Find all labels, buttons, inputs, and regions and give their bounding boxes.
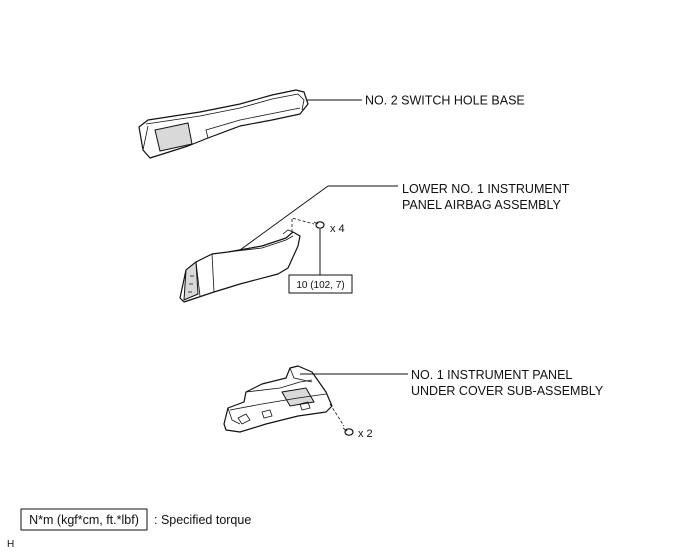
airbag-assembly-leader-diag [239, 185, 329, 251]
switch-hole-base-label: NO. 2 SWITCH HOLE BASE [365, 94, 525, 108]
under-cover-label-line1: NO. 1 INSTRUMENT PANEL [411, 368, 572, 382]
airbag-bolt-count: x 4 [330, 223, 345, 235]
under-cover-bolt-count: x 2 [358, 428, 373, 440]
switch-hole-base-part [138, 89, 309, 159]
airbag-assembly-label-line2: PANEL AIRBAG ASSEMBLY [402, 198, 562, 212]
airbag-torque-box [288, 274, 353, 294]
footer-code: H [7, 539, 14, 550]
airbag-bolt-dashed-line [291, 217, 315, 232]
under-cover-bolt-dashed-line [329, 403, 345, 427]
legend-torque-description: : Specified torque [154, 513, 251, 527]
airbag-torque-value: 10 (102, 7) [296, 280, 344, 291]
legend-torque-unit: N*m (kgf*cm, ft.*lbf) [29, 513, 139, 527]
legend-torque-box [20, 508, 148, 531]
airbag-assembly-part [179, 229, 301, 303]
under-cover-bolt-icon [342, 427, 354, 436]
airbag-bolt-icon [313, 221, 325, 229]
airbag-assembly-label-line1: LOWER NO. 1 INSTRUMENT [402, 182, 570, 196]
under-cover-part [223, 365, 333, 433]
under-cover-label-line2: UNDER COVER SUB-ASSEMBLY [411, 384, 604, 398]
